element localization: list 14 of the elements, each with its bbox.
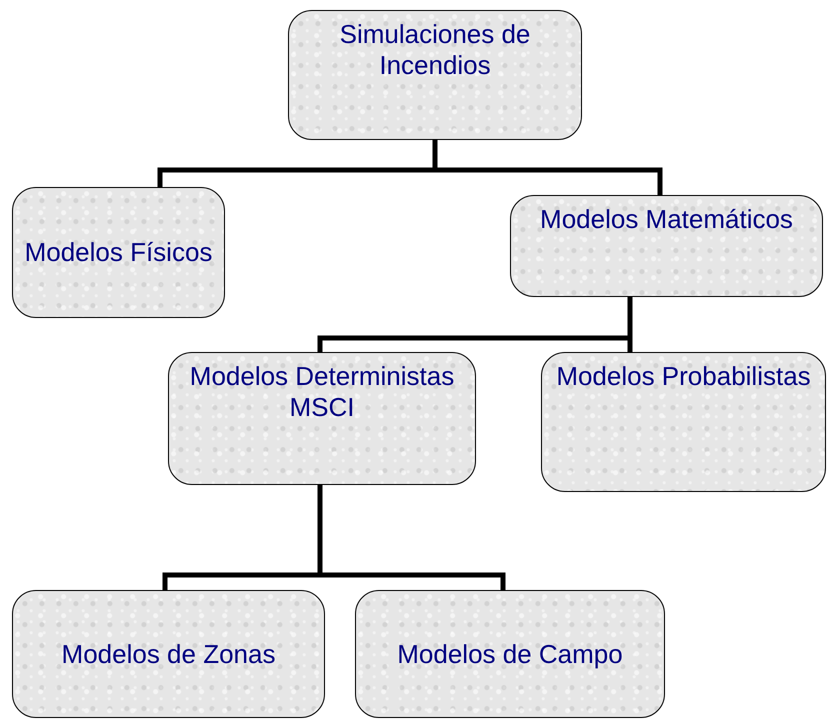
rounded-box [288, 10, 582, 140]
rounded-box [12, 187, 225, 318]
box-label: Simulaciones de Incendios [338, 19, 532, 81]
rounded-box [12, 590, 325, 718]
box-label: Modelos Físicos [24, 237, 212, 268]
box-label: Modelos de Zonas [62, 638, 276, 670]
rounded-box [510, 195, 823, 297]
box-label: Modelos Probabilistas [556, 361, 811, 392]
box-label: Modelos Matemáticos [540, 204, 793, 235]
rounded-box [541, 352, 826, 492]
rounded-box [168, 352, 476, 485]
rounded-box [355, 590, 665, 718]
box-label: Modelos de Campo [397, 638, 623, 670]
box-label: Modelos Deterministas MSCI [188, 361, 456, 423]
